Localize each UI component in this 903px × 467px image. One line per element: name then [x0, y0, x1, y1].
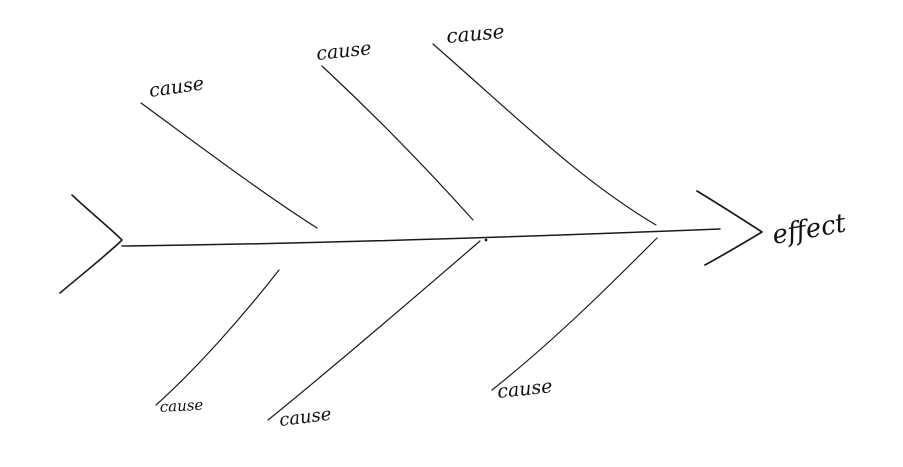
spine	[121, 228, 721, 247]
cause-bone-lower-2	[267, 240, 481, 421]
fish-tail	[59, 194, 123, 294]
cause-bone-lower-1	[155, 269, 280, 406]
cause-label-upper-1: cause	[148, 72, 206, 101]
arrow-head	[696, 190, 763, 266]
cause-label-lower-2: cause	[278, 404, 332, 431]
cause-bone-upper-2	[321, 65, 474, 221]
cause-label-upper-2: cause	[315, 37, 372, 65]
spine-dot	[484, 238, 488, 242]
cause-label-lower-1: cause	[159, 396, 204, 416]
cause-bone-lower-3	[491, 237, 658, 391]
cause-bone-upper-3	[432, 43, 657, 226]
cause-label-lower-3: cause	[496, 375, 553, 403]
cause-bone-upper-1	[140, 102, 318, 229]
effect-label: effect	[770, 208, 849, 251]
cause-label-upper-3: cause	[445, 19, 505, 48]
